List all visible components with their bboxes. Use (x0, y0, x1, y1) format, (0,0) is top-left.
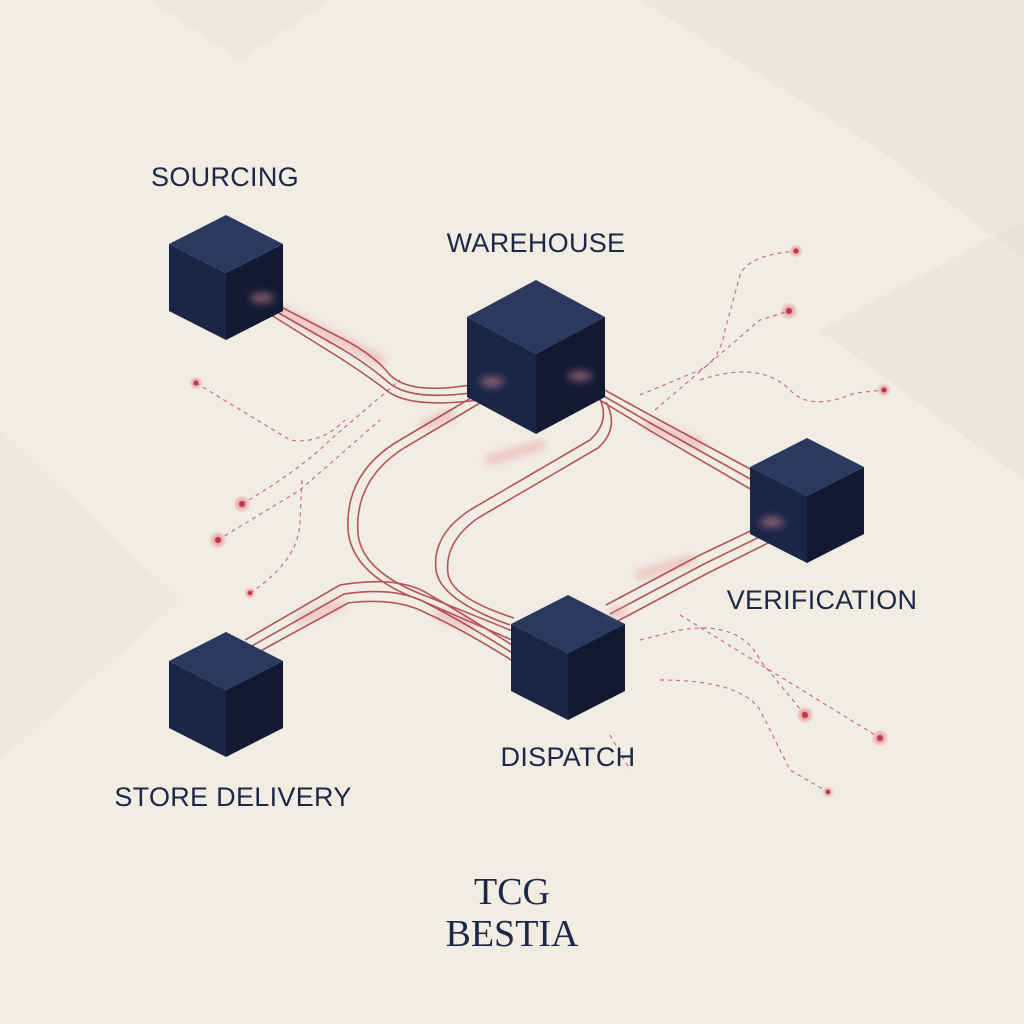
link-sourcing-warehouse (259, 307, 487, 404)
brand-logo: TCG BESTIA (446, 871, 580, 955)
dashed-line (659, 679, 829, 793)
link-glows (250, 293, 705, 630)
endpoint-dots (189, 244, 891, 798)
link-warehouse-dispatch-inner (434, 394, 605, 626)
sourcing-cube-left (169, 244, 226, 340)
link-warehouse-verification (579, 387, 753, 491)
dashed-line (679, 614, 881, 739)
attach-glows (250, 293, 784, 616)
store-delivery-node[interactable] (169, 632, 283, 757)
sourcing-node[interactable] (169, 215, 283, 340)
store-delivery-cube-left (169, 661, 226, 757)
dashed-line (609, 734, 631, 771)
dashed-line (217, 419, 381, 541)
link-verification-dispatch (613, 531, 791, 624)
dashed-line (249, 479, 303, 594)
link-dispatch-store (249, 590, 515, 655)
dispatch-node[interactable] (511, 595, 625, 720)
store-delivery-label: STORE DELIVERY (114, 782, 351, 812)
link-sourcing-warehouse (251, 291, 471, 390)
dispatch-label: DISPATCH (501, 742, 636, 772)
dispatch-cube-left (511, 624, 568, 720)
verification-label: VERIFICATION (727, 585, 918, 615)
verification-node[interactable] (750, 438, 864, 563)
dispatch-cube-right (568, 624, 625, 720)
brand-line-2: BESTIA (446, 913, 580, 955)
link-warehouse-dispatch (347, 381, 513, 641)
sourcing-cube-right (226, 244, 283, 340)
link-dispatch-store (254, 600, 517, 664)
link-dispatch-store (244, 580, 513, 646)
verification-cube-left (750, 467, 807, 563)
link-warehouse-dispatch-inner (446, 401, 613, 619)
dashed-line (639, 627, 806, 716)
verification-cube-right (807, 467, 864, 563)
warehouse-label: WAREHOUSE (447, 228, 626, 258)
warehouse-node[interactable] (467, 280, 605, 434)
dashed-line (639, 250, 797, 396)
dashed-line (654, 310, 790, 411)
dashed-line (241, 379, 401, 505)
dashed-line (195, 382, 346, 442)
sourcing-label: SOURCING (151, 162, 299, 192)
store-delivery-cube-right (226, 661, 283, 757)
warehouse-cube-left (467, 317, 536, 434)
brand-line-1: TCG (474, 871, 550, 913)
background-shading (0, 0, 1024, 760)
link-sourcing-warehouse (255, 299, 479, 397)
dashed-connectors (195, 250, 885, 793)
dashed-line (699, 371, 885, 403)
